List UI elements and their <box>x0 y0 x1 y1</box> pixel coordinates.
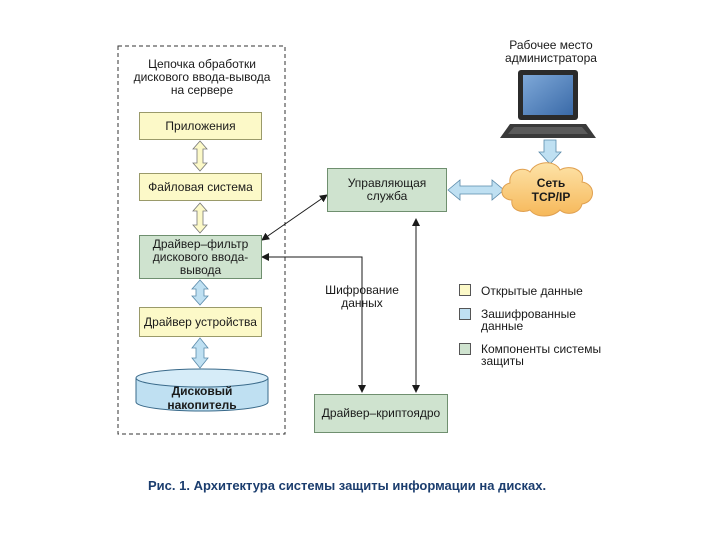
server-group-title: Цепочка обработки дискового ввода-вывода… <box>133 57 271 97</box>
figure-caption: Рис. 1. Архитектура системы защиты инфор… <box>148 478 547 493</box>
filter-to-crypto-arrow <box>261 253 366 393</box>
open-data-arrow-1 <box>192 140 208 172</box>
legend-label-encrypted: Зашифрованные данные <box>481 307 576 333</box>
legend-swatch-encrypted <box>459 308 471 320</box>
encrypted-data-arrow-admin <box>538 139 562 165</box>
disk-storage-label: Дисковый накопитель <box>167 384 237 412</box>
management-service-box: Управляющая служба <box>327 168 447 212</box>
disk-storage-drum <box>135 368 269 412</box>
filter-to-service-arrow <box>261 194 328 241</box>
file-system-box: Файловая система <box>139 173 262 201</box>
encrypted-data-arrow-1 <box>191 279 209 306</box>
crypto-driver-box: Драйвер–криптоядро <box>314 394 448 433</box>
encrypted-data-arrow-2 <box>191 337 209 369</box>
network-cloud-icon <box>501 162 593 217</box>
encrypted-data-arrow-network <box>447 179 505 201</box>
network-label: Сеть TCP/IP <box>516 176 586 204</box>
filter-driver-box: Драйвер–фильтр дискового ввода-вывода <box>139 235 262 279</box>
legend-label-components: Компоненты системы защиты <box>481 342 602 368</box>
encryption-label: Шифрование данных <box>325 283 399 310</box>
legend-swatch-components <box>459 343 471 355</box>
legend-label-open: Открытые данные <box>481 284 583 298</box>
legend-swatch-open <box>459 284 471 296</box>
admin-workstation-label: Рабочее место администратора <box>505 38 597 65</box>
network-label-line1: Сеть <box>536 176 566 190</box>
open-data-arrow-2 <box>192 202 208 234</box>
applications-box: Приложения <box>139 112 262 140</box>
network-label-line2: TCP/IP <box>531 190 571 204</box>
device-driver-box: Драйвер устройства <box>139 307 262 337</box>
admin-laptop-icon <box>500 70 596 138</box>
